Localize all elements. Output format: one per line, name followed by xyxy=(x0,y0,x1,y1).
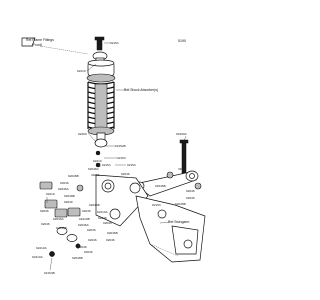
left-bushings xyxy=(39,181,81,257)
rocker-collar-left xyxy=(76,184,84,192)
bushing-3 xyxy=(54,208,68,218)
part-number-92046c: 92046C xyxy=(88,167,100,171)
part-number-92200a: 92200A xyxy=(176,132,188,136)
part-number-92049b: 92049B xyxy=(64,194,75,198)
shock-lower-eye xyxy=(94,138,108,148)
part-number-39201: 39201 xyxy=(91,173,100,177)
part-number-92153: 92153 xyxy=(117,156,126,160)
part-number-92210a: 92210A xyxy=(97,210,109,214)
swingarm-bracket xyxy=(135,195,206,263)
part-number-92046a-l2: 92046A xyxy=(53,217,65,221)
damper-body xyxy=(94,83,108,129)
part-number-92046b-l2: 92046B xyxy=(56,226,67,230)
frame-fittings-arrow xyxy=(21,37,36,47)
part-number-92049-l: 92049 xyxy=(64,200,73,204)
rocker-arm xyxy=(76,174,149,227)
part-number-92046b-c2: 92046B xyxy=(107,231,118,235)
tie-rod-seal xyxy=(194,182,202,190)
rocker-pivot-lower xyxy=(109,208,121,220)
part-number-92210a-bl: 92210A xyxy=(32,255,44,259)
tie-rod-assembly xyxy=(134,139,202,197)
bushing-1 xyxy=(39,181,53,190)
bushing-2 xyxy=(44,199,58,209)
part-number-92210-top: 92210 xyxy=(77,69,86,73)
part-number-92046-r2: 92046 xyxy=(186,189,195,193)
ref-frame-fittings-label: Ref.Frame Fittings xyxy=(26,38,54,42)
part-number-92210-mid: 92210 xyxy=(93,159,102,163)
part-number-92210b: 92210B xyxy=(79,217,90,221)
part-number-labels: 92154 92210 92200 92152B 92153 92210 921… xyxy=(32,41,195,275)
part-number-92046-c4: 92046 xyxy=(88,238,97,242)
part-number-92046b-c1: 92046B xyxy=(89,203,100,207)
part-number-92152b: 92152B xyxy=(115,144,126,148)
upper-spring-seat xyxy=(86,73,116,83)
part-number-92046-c2: 92046 xyxy=(98,216,107,220)
part-number-92210-l: 92210 xyxy=(46,192,55,196)
shock-absorber xyxy=(86,36,116,168)
tie-rod-eye-hole xyxy=(189,173,195,179)
bushing-4 xyxy=(67,207,81,217)
part-number-92046a-c: 92046A xyxy=(78,223,90,227)
swingarm-bracket-hole xyxy=(183,239,193,249)
part-number-92200: 92200 xyxy=(78,132,87,136)
ref-swingarm: Ref.Swingarm xyxy=(159,220,189,224)
swingarm-bracket-plate xyxy=(171,225,199,255)
part-number-92046-b2: 92046 xyxy=(84,250,93,254)
seal-1 xyxy=(56,227,68,235)
lower-nut xyxy=(95,150,101,156)
part-number-92046b-r1: 92046B xyxy=(155,184,166,188)
part-number-92046-c3: 92046 xyxy=(87,228,96,232)
ref-shock-absorber: Ref.Shock Absorber(s) xyxy=(116,88,158,92)
part-number-92046b-r2: 92046B xyxy=(175,202,186,206)
part-number-92154-top: 92154 xyxy=(110,41,119,45)
ref-shock-absorber-label: Ref.Shock Absorber(s) xyxy=(124,88,158,92)
ref-frame-fittings: Ref.Frame Fittings (Front) xyxy=(21,37,89,55)
rocker-pivot-right xyxy=(129,182,141,194)
top-bolt-head xyxy=(94,36,105,41)
part-number-92046-l1: 92046 xyxy=(60,181,69,185)
part-number-92039: 92039 xyxy=(103,221,112,225)
tie-rod-bolt-head xyxy=(179,139,189,144)
tie-rod-collar xyxy=(166,171,174,179)
washer-left xyxy=(75,243,81,249)
part-number-92046-r1: 92046 xyxy=(121,172,130,176)
part-number-92046-c1: 92046 xyxy=(82,209,91,213)
rocker-pivot-upper-hole xyxy=(104,182,112,190)
part-number-92046-r3: 92046 xyxy=(186,196,195,200)
ref-swingarm-label: Ref.Swingarm xyxy=(168,220,189,224)
seal-2 xyxy=(66,234,78,242)
part-number-92154b: 92154B xyxy=(44,271,55,275)
part-number-92153-bot: 92153 xyxy=(152,203,161,207)
part-number-39111: 39111 xyxy=(178,167,186,171)
part-number-92046-l2: 92046 xyxy=(40,209,49,213)
part-number-92046-l3: 92046 xyxy=(41,222,50,226)
part-number-92046a-l1: 92046A xyxy=(58,187,70,191)
reservoir-cap xyxy=(87,59,115,67)
part-number-92154-mid: 92154 xyxy=(102,163,111,167)
part-number-92046-c5: 92046 xyxy=(106,238,115,242)
part-number-92046b-b: 92046B xyxy=(72,256,83,260)
part-number-92046-b1: 92046 xyxy=(78,245,87,249)
part-number-92154-a: 92154 xyxy=(127,163,136,167)
page-code: 5190 xyxy=(178,39,186,43)
part-number-92046b-l1: 92046B xyxy=(68,174,79,178)
swingarm-bracket-hole-upper xyxy=(157,209,167,219)
nut-left xyxy=(49,251,55,257)
rear-suspension-exploded-diagram: 5190 Ref.Frame Fittings (Front) xyxy=(21,36,206,275)
ref-frame-fittings-sub: (Front) xyxy=(32,43,42,47)
part-number-92210a-b: 92210A xyxy=(36,246,48,250)
